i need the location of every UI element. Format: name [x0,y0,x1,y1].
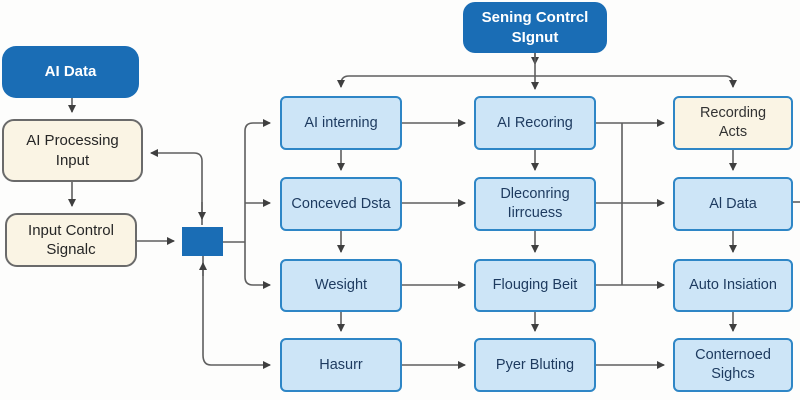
node-ai-data: AI Data [2,46,139,98]
junction-connector [182,227,223,256]
node-wesight: Wesight [280,259,402,312]
node-ai-processing-input: AI Processing Input [2,119,143,182]
node-auto-insiation: Auto Insiation [673,259,793,312]
node-conternoed-sighcs: Conternoed Sighcs [673,338,793,392]
node-hasurr: Hasurr [280,338,402,392]
node-al-data: Al Data [673,177,793,231]
node-flouging-beit: Flouging Beit [474,259,596,312]
node-ai-interning: AI interning [280,96,402,150]
node-recording-acts: Recording Acts [673,96,793,150]
node-pyer-bluting: Pyer Bluting [474,338,596,392]
node-sening-control-signal: Sening Contrcl SIgnut [463,2,607,53]
node-ai-recoring: AI Recoring [474,96,596,150]
node-conceved-dsta: Conceved Dsta [280,177,402,231]
node-dleconring-iirrcuess: Dleconring Iirrcuess [474,177,596,231]
node-input-control-signal: Input Control Signalc [5,213,137,267]
